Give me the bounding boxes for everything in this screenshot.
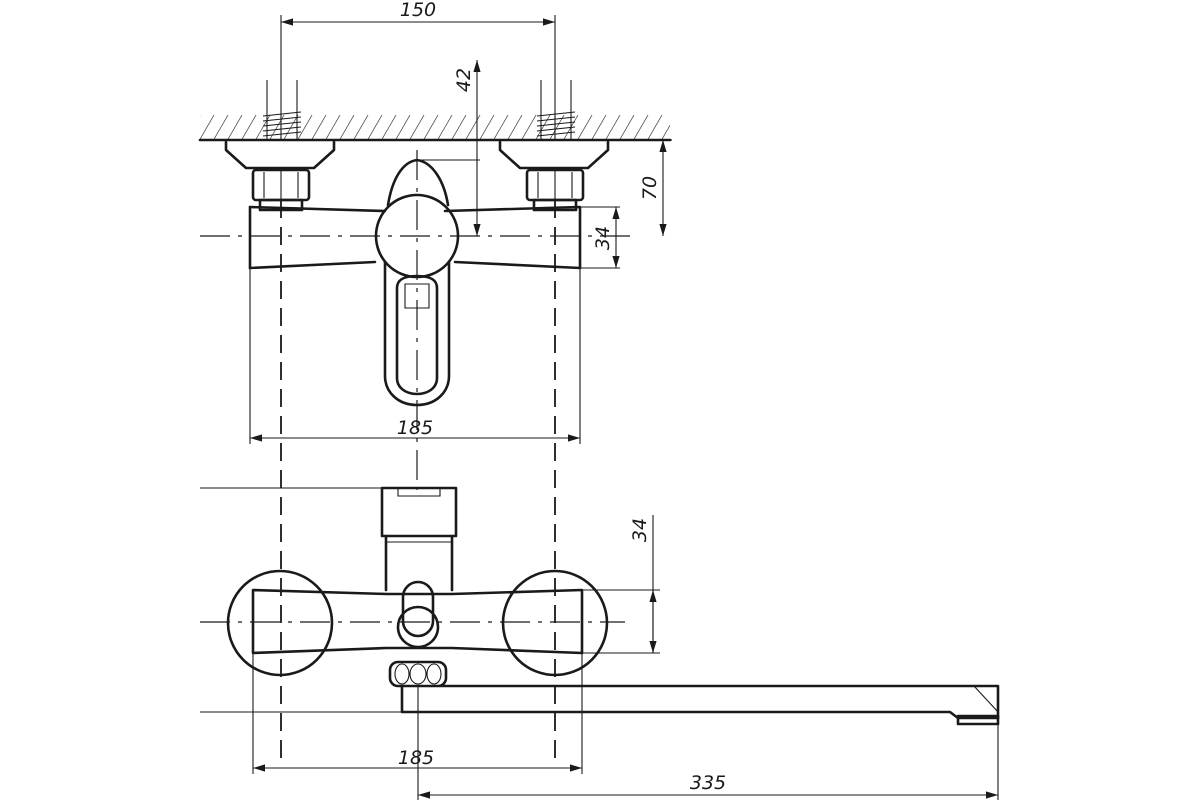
mixer-body-top	[248, 158, 582, 407]
right-inlet	[498, 80, 610, 212]
dim-335: 335	[690, 772, 726, 794]
left-escutcheon	[226, 569, 334, 677]
dimensions: 150 42 70 34 185 34 185	[200, 0, 999, 800]
front-view	[200, 486, 1000, 726]
dim-42: 42	[453, 68, 475, 92]
top-view	[198, 80, 672, 490]
dim-70: 70	[639, 176, 661, 200]
dim-185-front: 185	[398, 747, 434, 769]
right-escutcheon	[501, 569, 609, 677]
left-inlet	[224, 80, 336, 212]
cartridge-cap	[380, 486, 458, 538]
dim-185-top: 185	[397, 417, 433, 439]
diverter-knob	[388, 660, 448, 688]
dim-150: 150	[400, 0, 436, 21]
spout	[400, 684, 1000, 726]
wall	[198, 115, 672, 142]
dim-34-front: 34	[629, 518, 651, 542]
dim-34-top: 34	[592, 226, 614, 250]
